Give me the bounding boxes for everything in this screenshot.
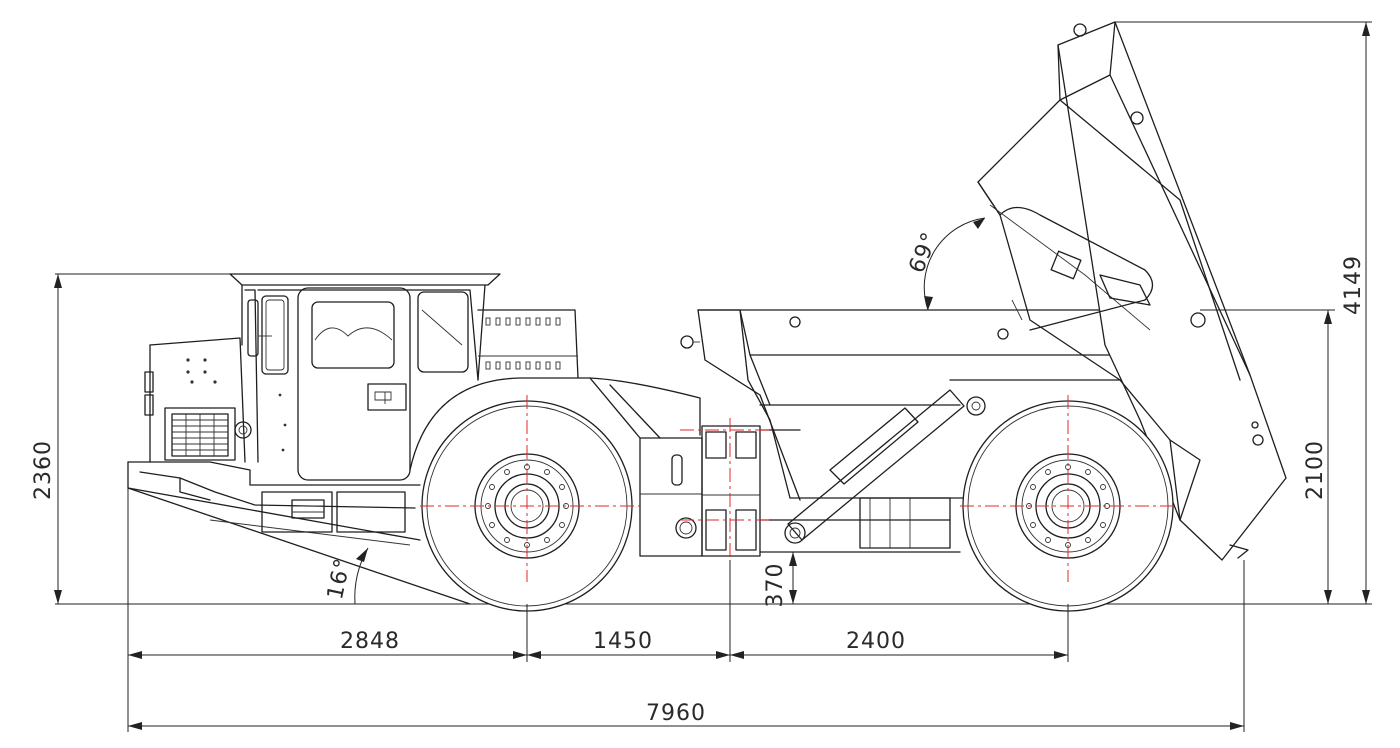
dim-ground-clearance: 370 — [763, 563, 788, 608]
dim-front-axle-articulation: 1450 — [593, 629, 653, 654]
dimension-lines — [54, 21, 1372, 732]
dump-box-lowered — [680, 309, 1201, 501]
engine-compartment — [144, 337, 252, 463]
radiator-grille — [171, 413, 229, 457]
operator-cab — [229, 273, 501, 533]
hoist-cylinder — [784, 389, 986, 544]
articulation-joint — [701, 425, 961, 557]
front-frame — [127, 461, 471, 605]
rear-wheel-bolts — [1026, 464, 1110, 548]
dim-articulation-rear-axle: 2400 — [846, 629, 906, 654]
centerlines — [420, 395, 1178, 582]
dim-front-overhang: 2848 — [340, 629, 400, 654]
dim-overall-height: 2360 — [31, 440, 56, 500]
dim-overall-length: 7960 — [646, 701, 706, 726]
front-wheel-bolts — [485, 464, 569, 548]
dim-dump-height: 4149 — [1341, 255, 1366, 315]
dim-box-height: 2100 — [1303, 440, 1328, 500]
dump-box-raised — [977, 21, 1287, 561]
angle-dump: 69° — [905, 228, 944, 276]
angle-departure: 16° — [323, 556, 356, 602]
